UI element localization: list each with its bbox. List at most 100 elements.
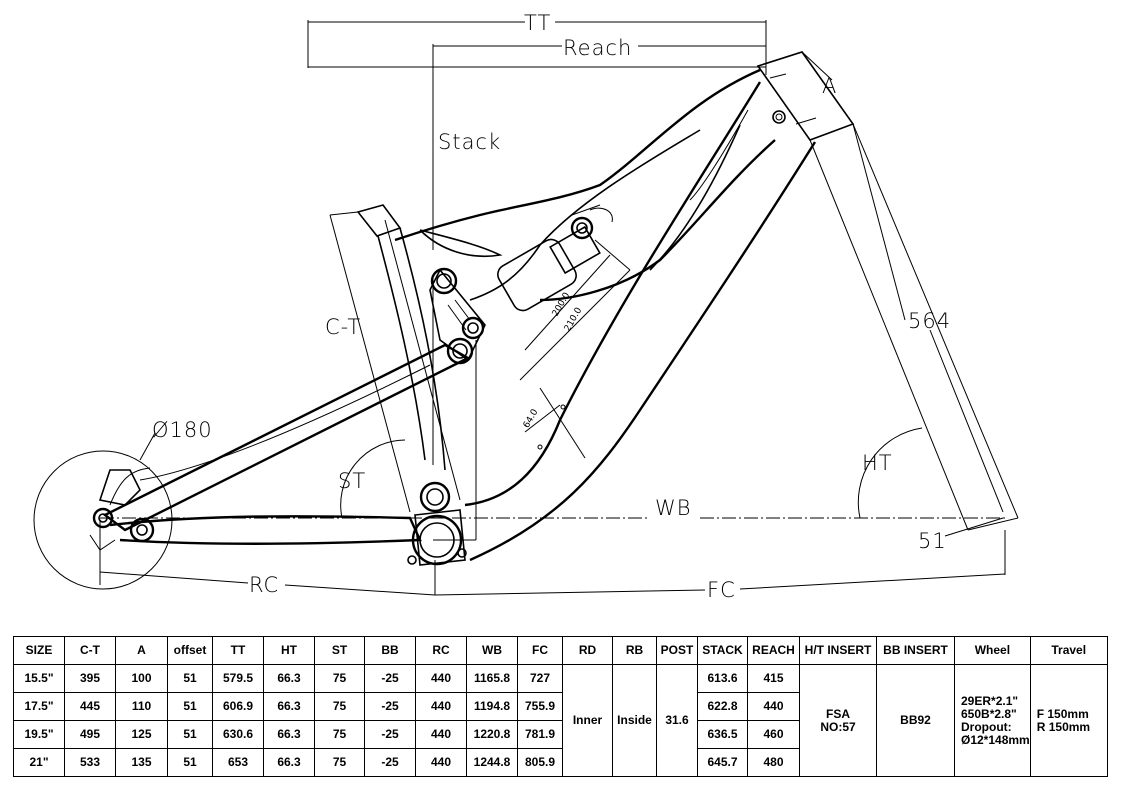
dim51-label: 51 [918,529,947,553]
wheel-line: 29ER*2.1" [961,693,1019,708]
cell-rb: Inside [612,664,657,777]
cell-a: 100 [115,664,168,693]
frame-geometry-drawing: TT Reach Stack A 564 HT 51 [33,11,1019,602]
travel-line: R 150mm [1036,719,1091,734]
cell-post: 31.6 [656,664,698,777]
seat-tube: C-T ST [325,204,461,519]
cell-offset: 51 [167,720,213,749]
wheel-line: Dropout: [961,719,1012,734]
table-header: REACH [747,636,800,665]
cell-rc: 440 [415,664,467,693]
table-header: BB [364,636,416,665]
cell-size: 17.5" [13,692,65,721]
table-header: H/T INSERT [799,636,877,665]
cell-bb-insert: BB92 [876,664,955,777]
tt-label: TT [524,11,551,35]
cell-tt: 630.6 [212,720,264,749]
cell-ht-insert: FSA NO:57 [799,664,877,777]
cell-rc: 440 [415,720,467,749]
cell-ht: 66.3 [263,748,315,777]
ht-label: HT [862,451,893,475]
table-header: Travel [1029,636,1108,665]
cell-rc: 440 [415,748,467,777]
dim564-label: 564 [908,309,951,333]
cell-bb: -25 [364,720,416,749]
rc-fc-dimension: RC FC [99,520,1006,602]
wb-dimension: WB [100,496,1005,520]
geometry-table: SIZE C-T A offset TT HT ST BB RC WB FC R… [13,636,1108,777]
cell-reach: 460 [747,720,800,749]
cell-ht: 66.3 [263,720,315,749]
cell-fc: 727 [517,664,563,693]
cell-size: 21" [13,748,65,777]
table-header: offset [167,636,213,665]
cell-ht: 66.3 [263,692,315,721]
bottom-bracket [407,481,467,566]
travel-line: F 150mm [1036,706,1089,721]
cell-stack: 645.7 [697,748,748,777]
wheel-line: Ø12*148mm [961,732,1030,747]
table-header: FC [517,636,563,665]
cell-rd: Inner [562,664,613,777]
cell-ct: 533 [64,748,116,777]
cell-st: 75 [314,748,365,777]
cell-ht: 66.3 [263,664,315,693]
cell-reach: 440 [747,692,800,721]
table-header: STACK [697,636,748,665]
table-header: HT [263,636,315,665]
table-header: Wheel [954,636,1031,665]
rear-shock: 200.0 210.0 [497,204,631,381]
cell-bb: -25 [364,748,416,777]
cell-wheel: 29ER*2.1" 650B*2.8" Dropout: Ø12*148mm [954,664,1031,777]
cell-tt: 579.5 [212,664,264,693]
cell-wb: 1194.8 [466,692,518,721]
cell-wb: 1244.8 [466,748,518,777]
cell-ct: 495 [64,720,116,749]
cell-st: 75 [314,692,365,721]
table-header: RB [612,636,657,665]
table-row: 21" 533 135 51 653 66.3 75 -25 440 1244.… [13,748,1108,777]
cell-tt: 653 [212,748,264,777]
cell-offset: 51 [167,664,213,693]
fc-label: FC [707,578,736,602]
bottle64-label: 64.0 [522,407,541,430]
down-tube: 64.0 [464,81,817,562]
cell-ct: 395 [64,664,116,693]
disc-label: Ø180 [152,418,213,442]
cell-offset: 51 [167,748,213,777]
shock210-label: 210.0 [563,306,585,334]
head-tube: A [756,51,855,141]
fork-lines: 564 HT 51 [809,123,1019,553]
cell-reach: 480 [747,748,800,777]
cell-fc: 781.9 [517,720,563,749]
cell-rc: 440 [415,692,467,721]
stack-label: Stack [438,130,501,154]
table-header: A [115,636,168,665]
stack-dimension: Stack [432,44,501,541]
cell-a: 125 [115,720,168,749]
cell-tt: 606.9 [212,692,264,721]
top-tube [394,68,776,302]
ht-insert-line: FSA [826,706,850,721]
table-header: RC [415,636,467,665]
cell-wb: 1165.8 [466,664,518,693]
wheel-line: 650B*2.8" [961,706,1017,721]
cell-fc: 805.9 [517,748,563,777]
cell-stack: 622.8 [697,692,748,721]
table-header: C-T [64,636,116,665]
cell-travel: F 150mm R 150mm [1029,664,1108,777]
table-header: ST [314,636,365,665]
cell-stack: 613.6 [697,664,748,693]
cell-a: 135 [115,748,168,777]
cell-reach: 415 [747,664,800,693]
reach-label: Reach [563,36,632,60]
tt-dimension: TT [307,11,767,75]
rc-label: RC [249,573,279,597]
cell-stack: 636.5 [697,720,748,749]
cell-a: 110 [115,692,168,721]
table-header: TT [212,636,264,665]
a-label: A [822,74,837,98]
cell-wb: 1220.8 [466,720,518,749]
reach-dimension: Reach [433,36,766,60]
cell-fc: 755.9 [517,692,563,721]
